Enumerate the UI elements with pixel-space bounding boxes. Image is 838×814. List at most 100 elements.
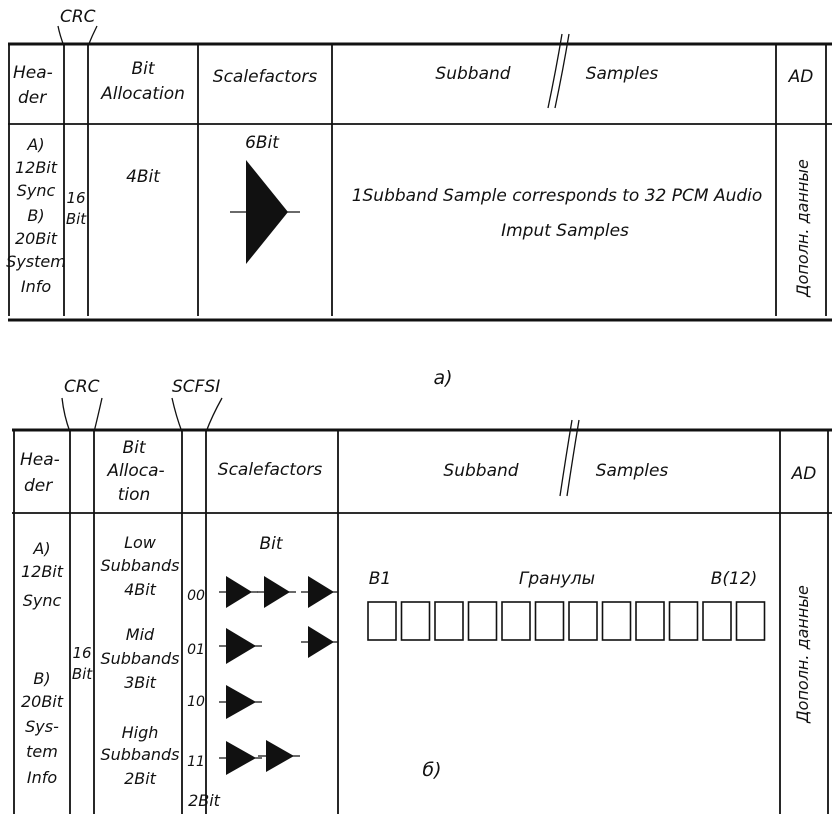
a-sample-note-line2: Imput Samples — [501, 221, 629, 241]
b-allocation-line: Subbands — [100, 649, 179, 668]
a-header-info-line: 20Bit — [15, 229, 58, 248]
b-header-line1: Hea- — [20, 450, 60, 470]
b-granule-box — [501, 601, 531, 641]
b-crc-bracket-left — [61, 397, 71, 433]
a-header-line1: Hea- — [13, 63, 53, 83]
b-bit-allocation-line3: tion — [118, 485, 151, 505]
b-scfsi-label: SCFSI — [172, 377, 220, 397]
b-allocation-line: 3Bit — [124, 673, 157, 692]
b-caption: б) — [422, 759, 441, 781]
b-scf-arrow-icon — [219, 685, 262, 719]
a-bit-allocation-line1: Bit — [131, 59, 155, 79]
a-header-line2: der — [18, 88, 47, 108]
b-scf-arrow-icon — [219, 576, 258, 608]
a-scalefactor-arrow-icon — [230, 160, 300, 264]
b-allocation-line: Low — [124, 533, 157, 552]
a-crc-bits-number: 16 — [66, 189, 85, 207]
b-allocation-high: High Subbands 2Bit — [100, 723, 179, 788]
a-crc-bits-unit: Bit — [66, 210, 87, 228]
a-header-info-line: System — [6, 252, 66, 271]
b-granule-box — [434, 601, 464, 641]
b-header-line2: der — [24, 476, 53, 496]
b-header-info-line: Sys- — [25, 717, 59, 736]
b-scf-arrow-icon — [258, 740, 300, 772]
b-allocation-mid: Mid Subbands 3Bit — [100, 625, 179, 692]
b-scf-bits-header: Bit — [259, 534, 283, 554]
b-scfsi-bracket-right — [205, 397, 223, 433]
b-scalefactor-arrows — [219, 576, 338, 775]
a-header-info-line: Info — [21, 277, 51, 296]
a-crc-label: CRC — [60, 7, 96, 27]
a-ancillary-data-label: Дополн. данные — [793, 159, 812, 298]
b-scfsi-code-01: 01 — [187, 642, 205, 658]
a-header-info: A) 12Bit Sync B) 20Bit System Info — [6, 135, 66, 296]
b-scfsi-bracket-left — [171, 397, 183, 433]
b-break-mark-1 — [559, 419, 573, 497]
b-crc-label: CRC — [64, 377, 100, 397]
a-ad-label: AD — [788, 67, 814, 87]
diagram-a: CRC Hea- der Bit Allocation Scalefactors… — [6, 7, 832, 389]
b-allocation-line: Mid — [126, 625, 155, 644]
a-scalefactors-label: Scalefactors — [213, 67, 318, 87]
b-header-info-line: 12Bit — [21, 562, 64, 581]
a-alloc-bits: 4Bit — [126, 167, 161, 187]
b-header-info-line: 20Bit — [21, 692, 64, 711]
b-granule-box — [635, 601, 665, 641]
b-header-info: A) 12Bit Sync B) 20Bit Sys- tem Info — [21, 539, 64, 787]
b-allocation-low: Low Subbands 4Bit — [100, 533, 179, 599]
b-allocation-line: 2Bit — [124, 769, 157, 788]
b-scf-arrow-icon — [219, 628, 262, 664]
b-bit-allocation-line2: Alloca- — [106, 461, 164, 481]
b-header-info-line: Info — [27, 768, 57, 787]
b-subband-label: Subband — [443, 461, 518, 481]
b-scf-arrow-icon — [257, 576, 296, 608]
b-crc-bits-unit: Bit — [72, 665, 93, 683]
b-granule-box — [568, 601, 598, 641]
b-granule-box — [702, 601, 732, 641]
a-header-info-line: Sync — [17, 181, 56, 200]
b-header-info-line: tem — [26, 742, 58, 761]
b-granule-end-label: B(12) — [711, 569, 758, 589]
a-break-mark-2 — [554, 33, 570, 109]
b-crc-bracket-right — [93, 397, 103, 433]
a-header-info-line: A) — [26, 135, 44, 154]
a-break-mark-1 — [547, 33, 563, 109]
b-scfsi-code-11: 11 — [187, 754, 205, 770]
b-allocation-line: High — [122, 723, 159, 742]
a-bit-allocation-line2: Allocation — [100, 84, 185, 104]
b-scf-arrow-icon — [301, 626, 338, 658]
b-ancillary-data-label: Дополн. данные — [793, 585, 812, 724]
b-scfsi-code-00: 00 — [187, 588, 205, 604]
b-break-mark-2 — [566, 419, 580, 497]
b-allocation-line: 4Bit — [124, 580, 157, 599]
b-granule-start-label: B1 — [369, 569, 391, 589]
a-header-info-line: B) — [27, 206, 44, 225]
b-header-info-line: A) — [32, 539, 50, 558]
a-subband-label: Subband — [435, 64, 510, 84]
b-bit-allocation-line1: Bit — [122, 438, 146, 458]
b-granules-label: Гранулы — [519, 569, 595, 589]
a-caption: а) — [433, 367, 452, 389]
b-scf-arrow-icon — [301, 576, 338, 608]
b-samples-label: Samples — [596, 461, 669, 481]
b-allocation-line: Subbands — [100, 556, 179, 575]
b-granule-row — [367, 601, 766, 641]
b-header-info-line: B) — [33, 669, 50, 688]
b-scalefactors-label: Scalefactors — [218, 460, 323, 480]
b-ad-label: AD — [791, 464, 817, 484]
b-granule-box — [735, 601, 766, 641]
diagram-b: CRC SCFSI Hea- der Bit Alloca- tion Scal… — [12, 377, 832, 814]
b-granule-box — [400, 601, 431, 641]
a-samples-label: Samples — [586, 64, 659, 84]
b-scfsi-code-10: 10 — [187, 694, 205, 710]
b-granule-box — [601, 601, 632, 641]
b-scf-arrow-icon — [219, 741, 262, 775]
b-crc-bits-number: 16 — [72, 644, 91, 662]
b-header-info-line: Sync — [23, 591, 62, 610]
b-granule-box — [367, 601, 397, 641]
a-scf-bits: 6Bit — [245, 133, 280, 153]
b-scfsi-bits-label: 2Bit — [188, 791, 221, 810]
a-sample-note-line1: 1Subband Sample corresponds to 32 PCM Au… — [352, 186, 763, 206]
b-allocation-line: Subbands — [100, 745, 179, 764]
